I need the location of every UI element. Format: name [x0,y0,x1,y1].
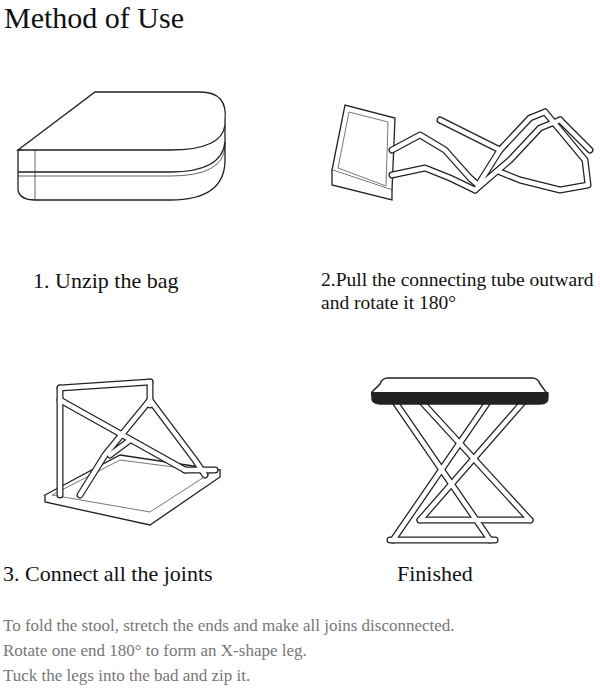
step-caption-box: 3. Connect all the joints [3,561,213,587]
step-caption: Finished [397,561,473,587]
title-box: Method of Use [4,0,184,36]
step-caption-box: 1. Unzip the bag [33,268,178,294]
note-line-box: Rotate one end 180° to form an X-shape l… [3,641,307,661]
note-line: Rotate one end 180° to form an X-shape l… [3,641,307,661]
note-line-box: Tuck the legs into the bad and zip it. [3,666,250,686]
stool-assembly [45,382,220,525]
title: Method of Use [4,0,184,36]
step-caption: 2.Pull the connecting tube outward and r… [321,268,600,315]
step-caption: 1. Unzip the bag [33,268,178,294]
finished-stool [372,378,548,540]
step-caption: 3. Connect all the joints [3,561,213,587]
step-caption-box: Finished [397,561,473,587]
note-line: Tuck the legs into the bad and zip it. [3,666,250,686]
folded-bag [18,92,225,200]
unfolding-stool [332,105,590,200]
note-line-box: To fold the stool, stretch the ends and … [3,616,455,636]
step-caption-box: 2.Pull the connecting tube outward and r… [321,268,600,315]
note-line: To fold the stool, stretch the ends and … [3,616,455,636]
